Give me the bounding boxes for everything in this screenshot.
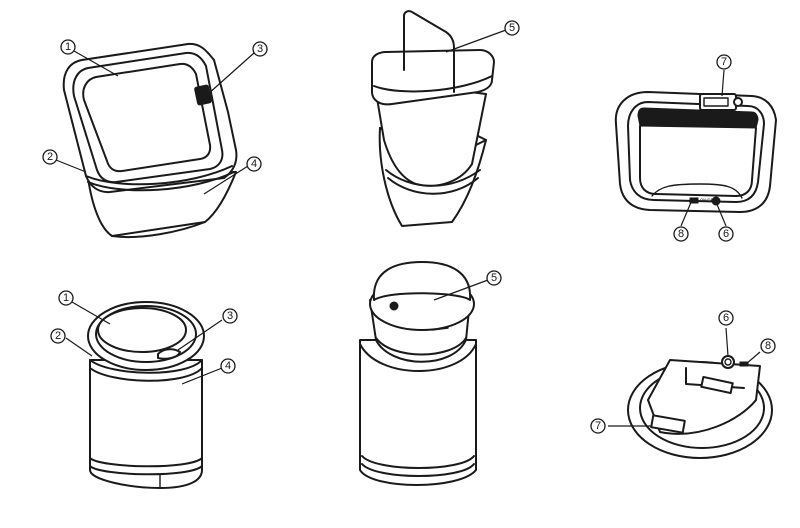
svg-text:1: 1 (65, 41, 71, 53)
square-bin-bottom-edge (111, 221, 206, 239)
callout-3-bottom: 3 (222, 308, 238, 324)
callout-1-bottom: 1 (58, 290, 74, 306)
callout-7-top: 7 (716, 54, 732, 70)
leader-8a (680, 199, 693, 227)
inner-bucket (373, 79, 487, 187)
leader-6a (715, 201, 727, 227)
round-bin-body (89, 359, 203, 489)
callout-4-bottom: 4 (220, 358, 236, 374)
round-inner-bucket-band (375, 337, 467, 356)
lid-underside-inner-wall (639, 125, 757, 197)
round-bin-sensor (157, 348, 181, 360)
on-off-switch (689, 197, 699, 204)
callout-3-top: 3 (252, 41, 268, 57)
round-lid-plate (700, 375, 734, 395)
callout-1-top: 1 (60, 39, 76, 55)
round-bin-rim-band-2 (89, 367, 203, 382)
leader-6b (725, 327, 729, 357)
square-bin-exploded (371, 10, 495, 227)
callout-4-top: 4 (246, 156, 262, 172)
callout-7-bottom: 7 (590, 418, 606, 434)
callout-5-top: 5 (504, 20, 520, 36)
svg-text:2: 2 (55, 330, 61, 342)
leader-4a (203, 165, 249, 195)
on-off-switch-label: ON/OFF (700, 198, 716, 203)
round-bucket-slot (431, 327, 449, 331)
leader-8b (745, 351, 761, 365)
callout-8-top: 8 (673, 226, 689, 242)
round-lid-latch (650, 414, 686, 434)
svg-text:3: 3 (257, 43, 263, 55)
round-bin-base-band (89, 457, 203, 468)
round-outer-shell (359, 339, 477, 486)
battery-latch-inner (703, 97, 729, 107)
square-bin-lid-panel (82, 62, 212, 173)
svg-text:8: 8 (678, 228, 684, 240)
svg-text:6: 6 (723, 228, 729, 240)
inner-bucket-lip (373, 75, 493, 93)
square-bin-rim-band (85, 165, 233, 186)
square-bin-lid-rim (72, 51, 224, 184)
leader-7a (721, 69, 725, 97)
callout-2-top: 2 (42, 149, 58, 165)
square-bin-sensor (194, 84, 212, 106)
svg-text:3: 3 (227, 310, 233, 322)
svg-text:4: 4 (251, 158, 257, 170)
round-bin-base-band-2 (89, 465, 203, 476)
round-outer-base-band-2 (361, 463, 475, 477)
battery-latch-knob (733, 97, 743, 107)
leader-3b (177, 319, 223, 351)
leader-lines (55, 29, 761, 427)
round-lid-mode-button-inner (724, 358, 732, 366)
leader-1a (73, 50, 119, 77)
battery-latch (699, 93, 737, 111)
callout-6-top: 6 (718, 226, 734, 242)
mode-button (711, 196, 721, 206)
outer-shell-band-2 (387, 177, 479, 195)
svg-text:4: 4 (225, 360, 231, 372)
round-bin-assembled (87, 301, 205, 489)
round-lid-mode-button (721, 355, 735, 369)
svg-text:7: 7 (595, 420, 601, 432)
round-outer-rim (359, 343, 477, 372)
callout-2-bottom: 2 (50, 328, 66, 344)
leader-1b (71, 301, 111, 325)
svg-text:7: 7 (721, 56, 727, 68)
leader-3a (207, 52, 255, 95)
callout-5-bottom: 5 (486, 270, 502, 286)
round-lid-battery-box (647, 359, 761, 435)
callout-6-bottom: 6 (718, 310, 734, 326)
round-bin-exploded (359, 261, 477, 486)
square-lid-underside: ON/OFF (614, 91, 777, 213)
round-bin-lid-ring-inner (95, 305, 197, 363)
bucket-handle (403, 10, 455, 93)
leader-5a (445, 29, 507, 53)
round-bucket-hole (389, 301, 399, 311)
callout-8-bottom: 8 (760, 338, 776, 354)
leader-4b (181, 367, 223, 385)
leader-2b (65, 337, 93, 357)
round-lid-underside (627, 355, 773, 459)
svg-text:1: 1 (63, 292, 69, 304)
lid-control-bump (651, 183, 743, 199)
svg-text:2: 2 (47, 151, 53, 163)
round-bin-rim-band (89, 359, 203, 374)
square-bin-rim-band-2 (87, 171, 235, 192)
round-bin-lid-panel (97, 307, 187, 353)
svg-text:6: 6 (723, 312, 729, 324)
svg-text:8: 8 (765, 340, 771, 352)
svg-text:5: 5 (491, 272, 497, 284)
round-bucket-handle (372, 261, 472, 301)
leader-2a (55, 159, 87, 173)
leader-5b (433, 279, 489, 301)
round-lid-switch (739, 361, 749, 367)
svg-text:5: 5 (509, 22, 515, 34)
round-outer-base-band (361, 455, 475, 469)
square-bin-assembled (62, 42, 238, 239)
